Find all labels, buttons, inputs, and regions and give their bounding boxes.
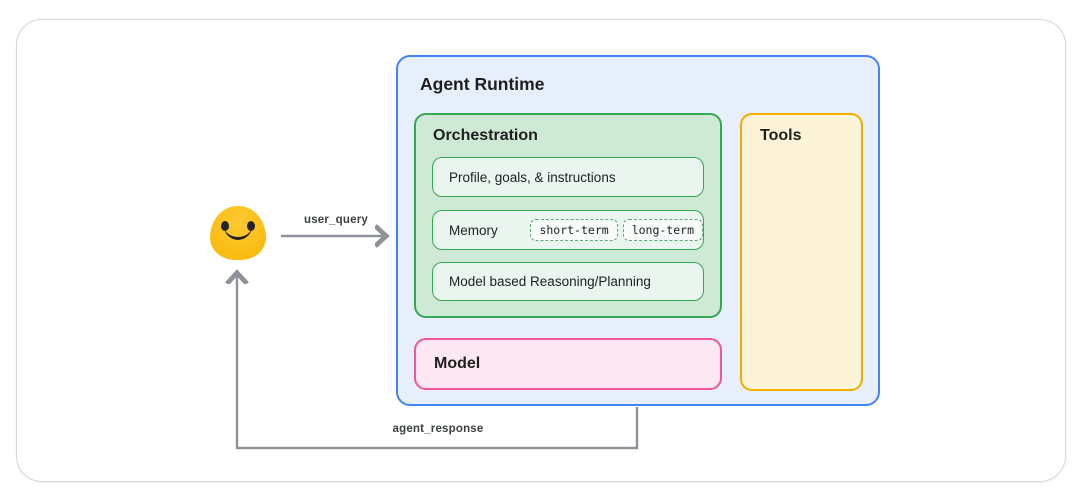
model-based-reasoning-planning-label: Model based Reasoning/Planning [449,274,651,289]
user-query-label: user_query [303,214,368,226]
tools-box: Tools [740,113,863,391]
long-term-chip: long-term [622,219,703,241]
memory-chips: short-term long-term [530,219,703,241]
memory-box: Memory short-term long-term [432,210,704,250]
short-term-chip: short-term [530,219,618,241]
model-box: Model [414,338,722,390]
model-title: Model [434,355,481,372]
profile-goals-instructions-label: Profile, goals, & instructions [449,169,616,185]
orchestration-box: Orchestration Profile, goals, & instruct… [414,113,722,318]
model-based-reasoning-planning-box: Model based Reasoning/Planning [432,262,704,301]
agent-runtime-title: Agent Runtime [420,74,545,94]
tools-title: Tools [760,127,802,144]
memory-label: Memory [449,222,498,238]
user-smiley-face-icon [210,206,266,260]
agent-runtime-box: Agent Runtime Orchestration Profile, goa… [396,55,880,406]
smiley-mouth [224,225,252,240]
orchestration-title: Orchestration [433,127,538,144]
profile-goals-instructions-box: Profile, goals, & instructions [432,157,704,197]
agent-response-label: agent_response [392,423,484,435]
